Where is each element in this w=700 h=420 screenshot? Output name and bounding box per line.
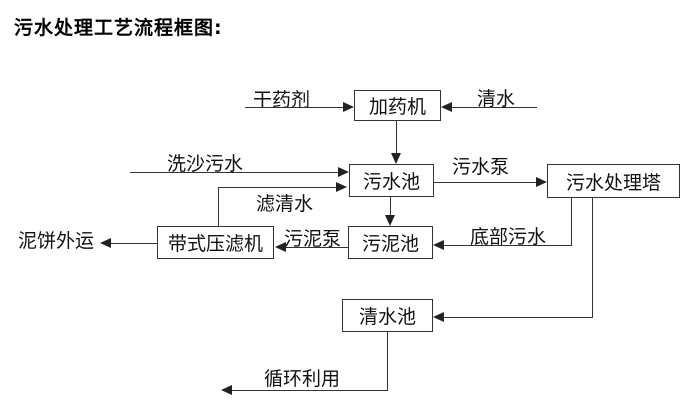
flow-label-recycle: 循环利用: [264, 368, 341, 390]
arrowhead-right-icon: [343, 102, 354, 112]
connector-sand-washing-line: [130, 172, 339, 173]
arrowhead-right-icon: [336, 182, 347, 192]
arrowhead-left-icon: [441, 102, 452, 112]
flow-label-sewage-pump: 污水泵: [452, 156, 510, 178]
connector-bottom-sewage-line: [444, 245, 572, 246]
flow-label-mud-cake-out: 泥饼外运: [18, 230, 95, 252]
flow-label-dry-chemical: 干药剂: [253, 89, 311, 111]
flow-label-bottom-sewage: 底部污水: [470, 226, 547, 248]
connector-sewage-to-sludge-line: [390, 197, 391, 216]
connector-tower-vline2: [592, 198, 593, 318]
connector-sewage-pump-line: [434, 182, 537, 183]
flow-label-filtered-water: 滤清水: [256, 193, 314, 215]
arrowhead-down-icon: [391, 153, 401, 164]
arrowhead-left-icon: [221, 385, 232, 395]
connector-recycle-hline: [232, 390, 388, 391]
flow-label-clear-water: 清水: [477, 88, 516, 110]
box-sewage-pool: 污水池: [349, 164, 434, 197]
connector-dosing-to-sewage-line: [396, 121, 397, 154]
connector-recycle-vline: [387, 332, 388, 390]
arrowhead-down-icon: [385, 215, 395, 226]
connector-sludge-pump-line: [286, 247, 348, 248]
connector-clear-water-line: [452, 107, 537, 108]
connector-filtered-water-hline: [218, 187, 337, 188]
flow-label-sand-washing-sewage: 洗沙污水: [167, 153, 244, 175]
box-belt-filter-press: 带式压滤机: [157, 226, 274, 259]
connector-dry-chemical-line: [245, 107, 345, 108]
arrowhead-right-icon: [338, 167, 349, 177]
connector-tower-to-clear-line: [444, 317, 593, 318]
box-dosing-machine: 加药机: [354, 90, 441, 121]
arrowhead-left-icon: [275, 242, 286, 252]
box-sludge-pool: 污泥池: [348, 226, 433, 259]
page-title: 污水处理工艺流程框图:: [14, 17, 223, 39]
box-treatment-tower: 污水处理塔: [547, 164, 680, 198]
connector-filtered-water-vline: [218, 187, 219, 226]
arrowhead-left-icon: [433, 312, 444, 322]
box-clear-water-pool: 清水池: [342, 299, 433, 332]
connector-tower-vline1: [571, 198, 572, 246]
arrowhead-right-icon: [536, 177, 547, 187]
arrowhead-left-icon: [100, 238, 111, 248]
flow-label-sludge-pump: 污泥泵: [284, 228, 342, 250]
connector-mud-cake-line: [111, 243, 157, 244]
arrowhead-left-icon: [433, 240, 444, 250]
